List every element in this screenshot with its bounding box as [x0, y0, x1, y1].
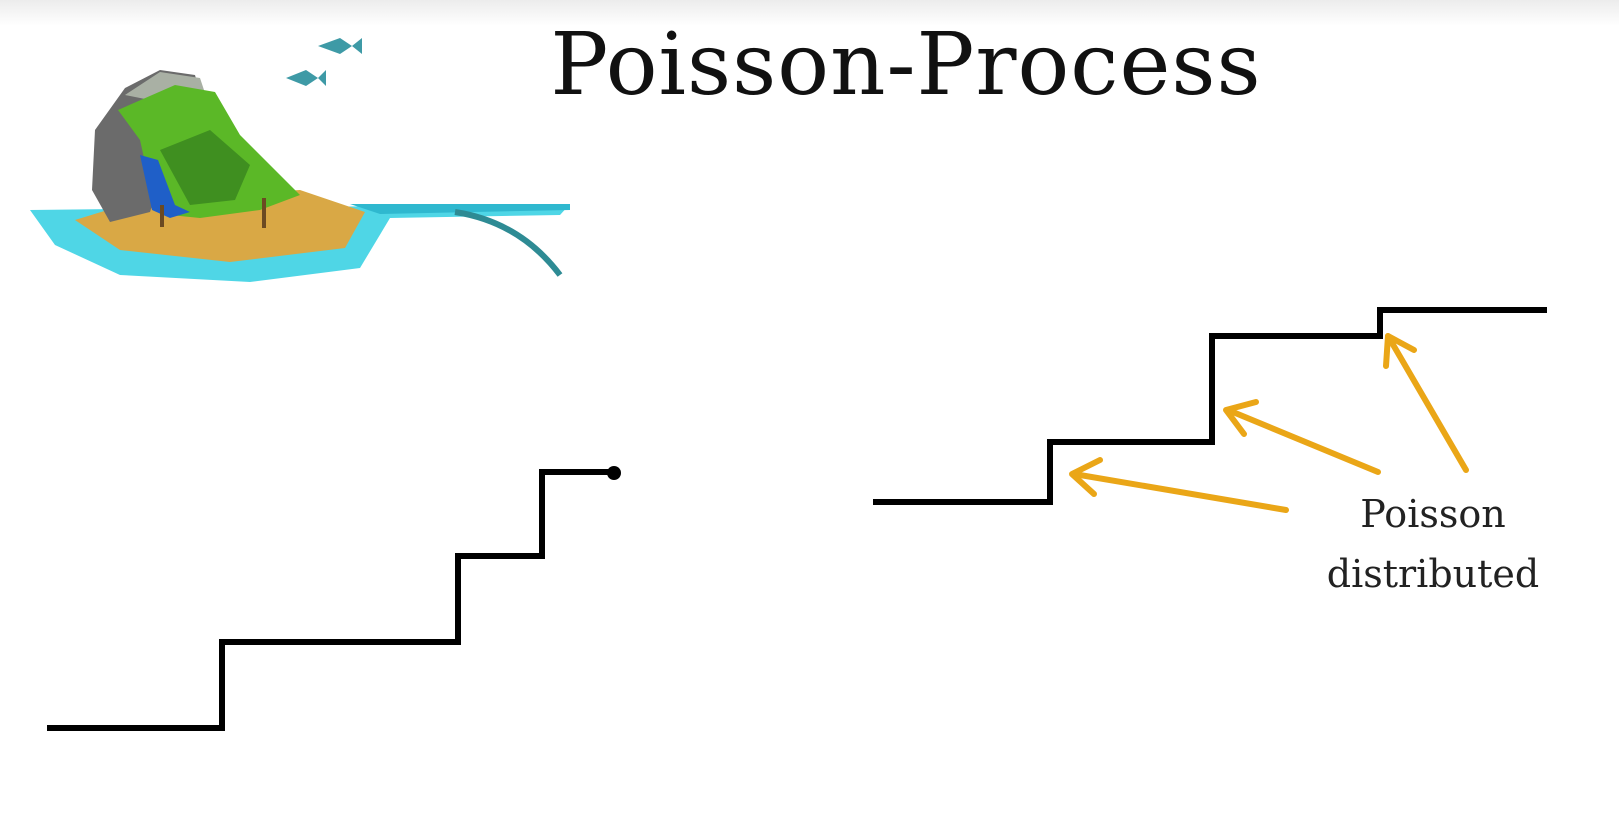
- arrow-jump-3: [1383, 333, 1469, 473]
- arrow-jump-1: [1069, 457, 1289, 513]
- island-illustration: [30, 38, 570, 282]
- poisson-label: Poisson: [1360, 492, 1506, 536]
- distributed-label: distributed: [1326, 552, 1540, 596]
- fish-icon: [286, 38, 362, 86]
- jump-arrows: [1069, 333, 1469, 513]
- arrow-jump-2: [1223, 399, 1381, 475]
- left-step-path: [47, 469, 617, 731]
- left-step-endpoint: [607, 466, 621, 480]
- island-waterfall: [140, 155, 190, 218]
- right-step-path: [873, 307, 1547, 505]
- island-tentacle: [454, 209, 563, 277]
- top-shade: [0, 0, 1619, 26]
- slide-title: Poisson-Process: [550, 15, 1262, 115]
